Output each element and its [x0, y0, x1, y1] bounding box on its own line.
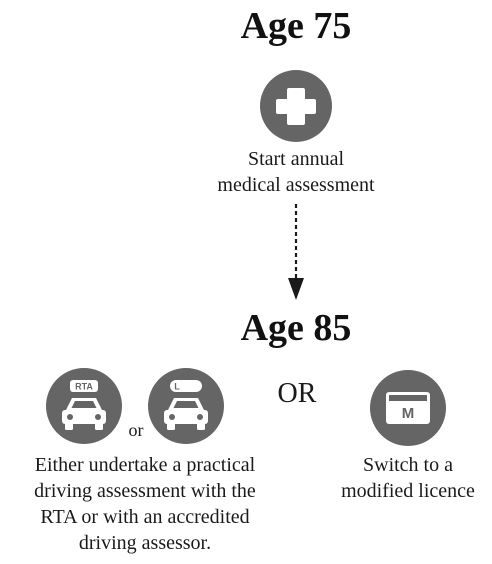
rta-car-icon: RTA: [46, 368, 122, 444]
option-2-caption-line-1: Switch to a: [363, 454, 453, 476]
option-1-caption-line-4: driving assessor.: [78, 532, 212, 554]
age-75-heading: Age 75: [240, 5, 352, 47]
age-75-caption-line-2: medical assessment: [217, 174, 375, 196]
learner-car-icon: L: [148, 368, 224, 444]
options-separator: OR: [277, 378, 317, 409]
timeline-arrow: [288, 204, 304, 300]
age-85-heading: Age 85: [240, 307, 352, 349]
option-1-caption-line-3: RTA or with an accredited: [40, 506, 250, 528]
age-75-caption: Start annual medical assessment: [176, 146, 416, 198]
modified-licence-icon: M: [370, 370, 446, 446]
age-75-caption-line-1: Start annual: [247, 148, 345, 170]
option-1-or-label: or: [128, 420, 144, 440]
option-1-caption-line-1: Either undertake a practical: [34, 454, 256, 476]
option-2-caption: Switch to a modified licence: [318, 452, 492, 504]
option-2-caption-line-2: modified licence: [341, 480, 475, 502]
option-1-caption: Either undertake a practical driving ass…: [0, 452, 290, 556]
medical-cross-icon: [260, 70, 332, 142]
learner-badge-text: L: [174, 382, 180, 392]
rta-badge-text: RTA: [75, 382, 93, 392]
licence-badge-text: M: [402, 405, 415, 422]
option-1-caption-line-2: driving assessment with the: [34, 480, 256, 502]
